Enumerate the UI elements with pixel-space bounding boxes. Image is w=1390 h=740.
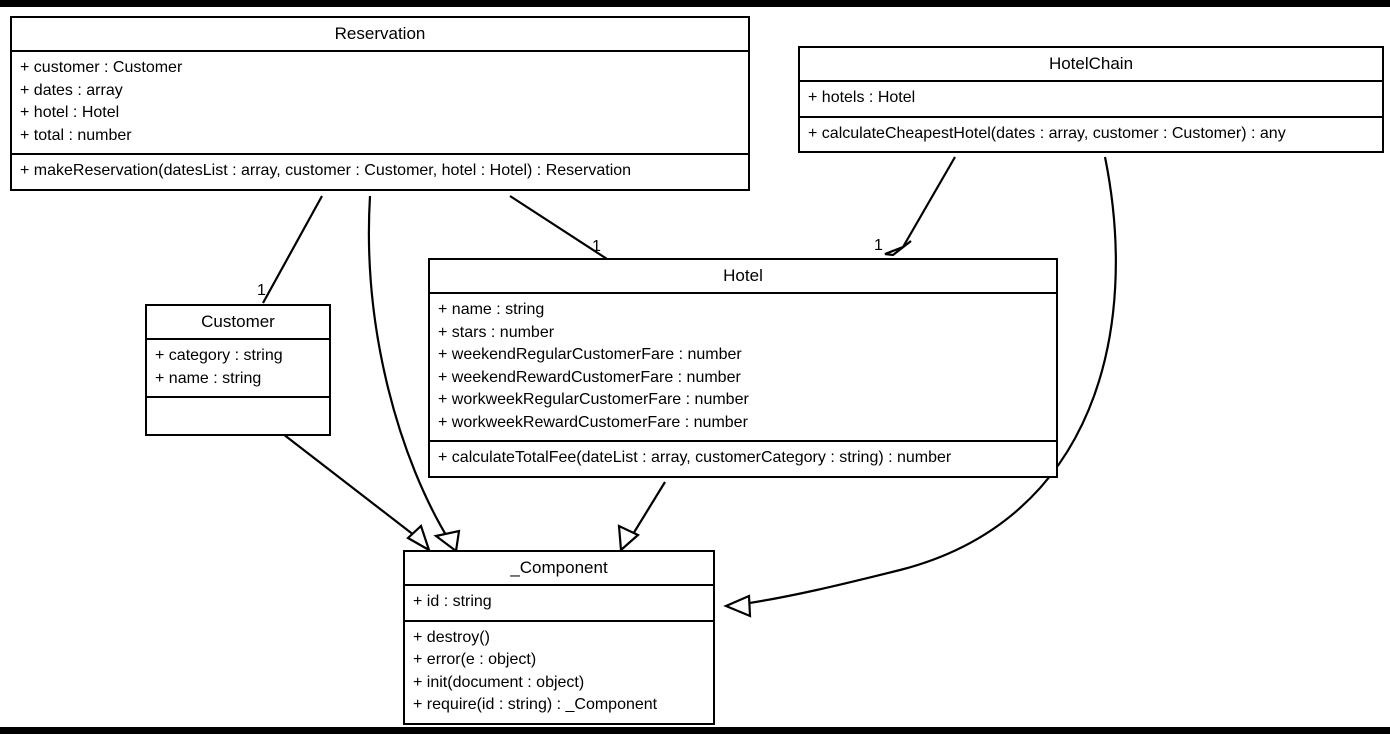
attribute-row: + weekendRegularCustomerFare : number — [438, 346, 742, 364]
edge-hotelchain-hotel — [903, 157, 955, 247]
attribute-row: + weekendRewardCustomerFare : number — [438, 368, 741, 386]
class-name-component: _Component — [510, 558, 608, 577]
edge-hotel-component — [630, 482, 665, 539]
attributes-compartment-hotelchain: + hotels : Hotel — [800, 80, 1382, 116]
page-bottom-border — [0, 727, 1390, 734]
attributes-compartment-customer: + category : string + name : string — [147, 338, 329, 396]
attribute-row: + dates : array — [20, 81, 123, 99]
attributes-compartment-reservation: + customer : Customer + dates : array + … — [12, 50, 748, 153]
multiplicity-label-hotel-end-from-reservation: 1 — [592, 238, 601, 255]
attributes-compartment-component: + id : string — [405, 584, 713, 620]
attributes-compartment-hotel: + name : string + stars : number + weeke… — [430, 292, 1056, 440]
multiplicity-label-hotel-end-from-chain: 1 — [874, 237, 883, 254]
edge-hotelchain-component — [743, 157, 1116, 604]
aggregation-diamond-icon — [885, 241, 911, 255]
class-box-hotel[interactable]: Hotel + name : string + stars : number +… — [428, 258, 1058, 478]
class-name-reservation: Reservation — [334, 24, 426, 43]
edge-reservation-hotel — [510, 196, 607, 259]
class-name-hotel: Hotel — [723, 266, 763, 285]
operation-row: + calculateTotalFee(dateList : array, cu… — [438, 449, 952, 467]
attribute-row: + workweekRewardCustomerFare : number — [438, 413, 748, 431]
attribute-row: + name : string — [438, 301, 545, 319]
class-box-hotelchain[interactable]: HotelChain + hotels : Hotel + calculateC… — [798, 46, 1384, 154]
operation-row: + require(id : string) : _Component — [413, 696, 658, 714]
attribute-row: + name : string — [155, 369, 262, 387]
operation-row: + init(document : object) — [413, 673, 585, 691]
generalization-arrow-icon-hotelchain — [726, 596, 750, 616]
attribute-row: + id : string — [413, 593, 492, 611]
operation-row: + destroy() — [413, 628, 490, 646]
operations-compartment-reservation: + makeReservation(datesList : array, cus… — [12, 153, 748, 189]
operation-row: + calculateCheapestHotel(dates : array, … — [808, 124, 1286, 142]
generalization-arrow-icon-reservation — [436, 531, 459, 551]
attribute-row: + category : string — [155, 347, 283, 365]
edge-reservation-component — [369, 196, 449, 540]
operations-compartment-customer — [147, 396, 329, 434]
attribute-row: + customer : Customer — [20, 59, 183, 77]
generalization-arrow-icon-hotel — [619, 526, 638, 550]
operations-compartment-hotel: + calculateTotalFee(dateList : array, cu… — [430, 440, 1056, 476]
attribute-row: + total : number — [20, 126, 132, 144]
operations-compartment-hotelchain: + calculateCheapestHotel(dates : array, … — [800, 115, 1382, 152]
class-box-reservation[interactable]: Reservation + customer : Customer + date… — [10, 16, 750, 191]
operation-row: + error(e : object) — [413, 651, 537, 669]
attribute-row: + workweekRegularCustomerFare : number — [438, 391, 749, 409]
class-box-component[interactable]: _Component + id : string + destroy() + e… — [403, 550, 715, 725]
attribute-row: + stars : number — [438, 323, 555, 341]
generalization-arrow-icon-customer — [408, 526, 429, 550]
class-name-hotelchain: HotelChain — [1048, 54, 1134, 73]
multiplicity-label-customer-end: 1 — [257, 282, 266, 299]
attribute-row: + hotel : Hotel — [20, 104, 120, 122]
attribute-row: + hotels : Hotel — [808, 89, 916, 107]
operation-row: + makeReservation(datesList : array, cus… — [20, 162, 632, 180]
class-box-customer[interactable]: Customer + category : string + name : st… — [145, 304, 331, 437]
page-top-border — [0, 0, 1390, 7]
operations-compartment-component: + destroy() + error(e : object) + init(d… — [405, 619, 713, 723]
class-name-customer: Customer — [201, 312, 275, 331]
edge-reservation-customer — [263, 196, 322, 303]
edge-customer-component — [283, 434, 419, 539]
